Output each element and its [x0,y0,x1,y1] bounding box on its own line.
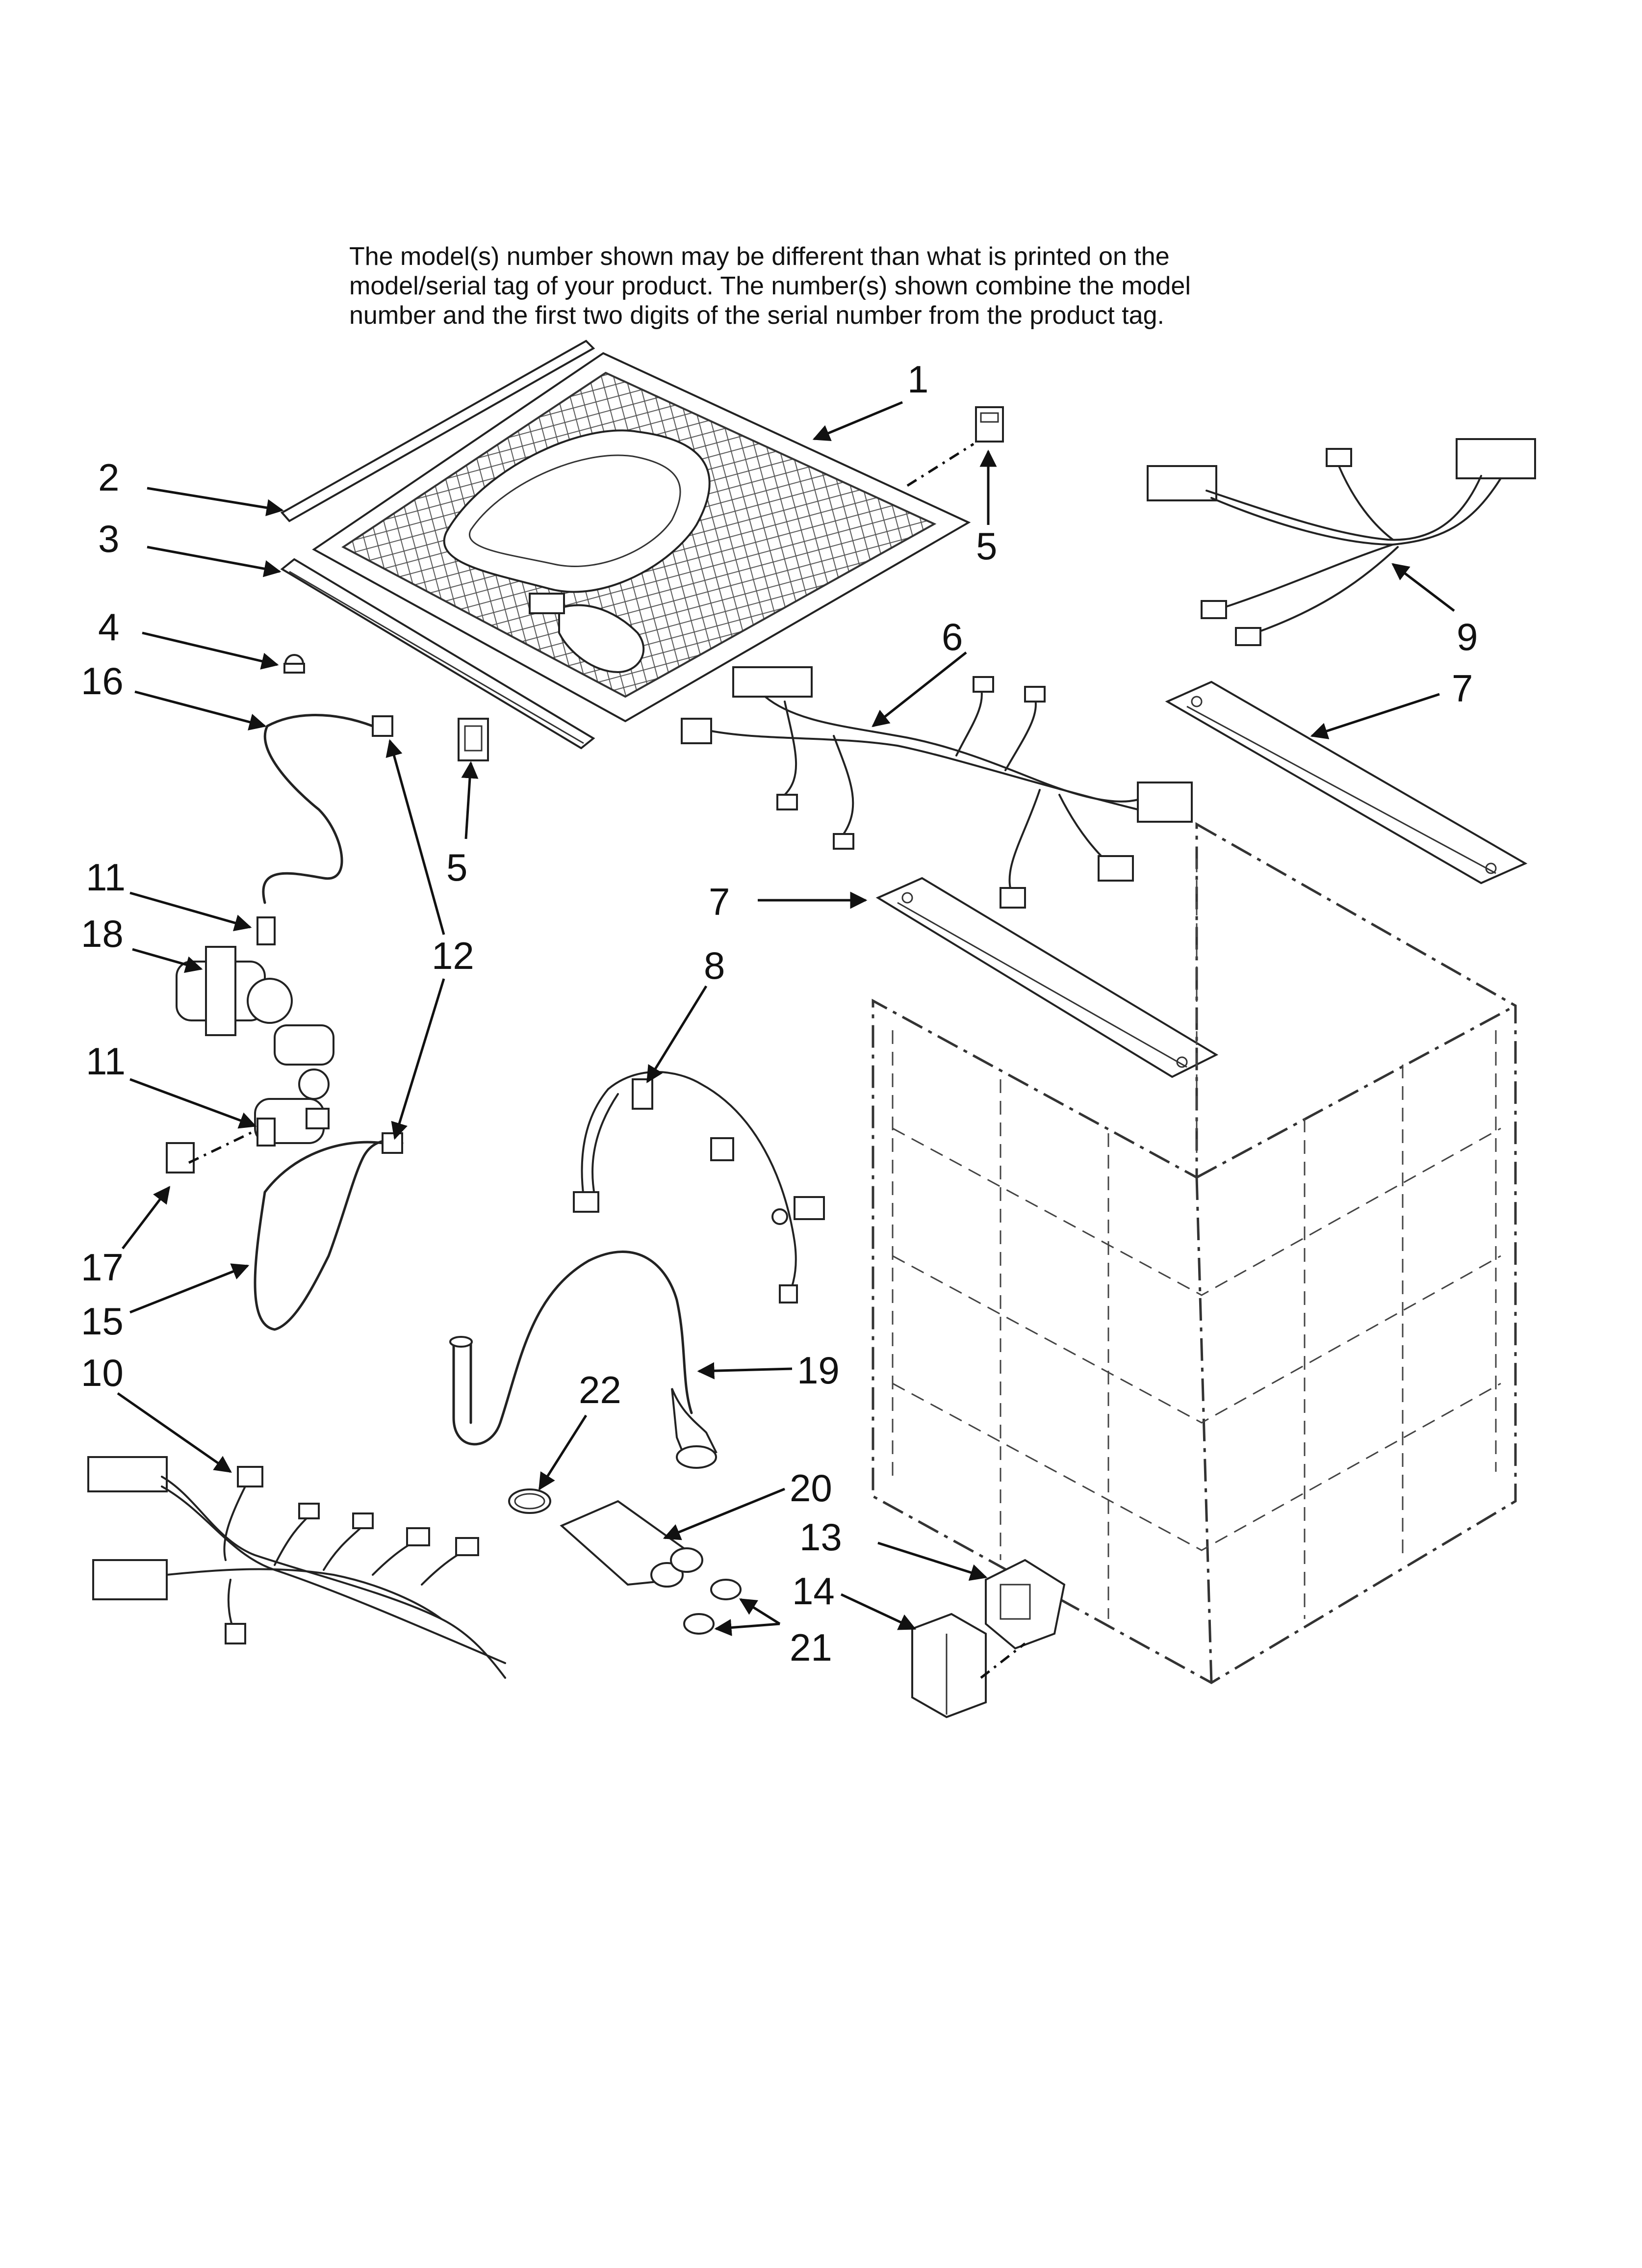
part-pressure-switch [985,1559,1066,1650]
callout-18: 18 [81,912,124,955]
part-fill-hose-lower [254,1132,404,1331]
callout-5-upper: 5 [976,524,997,568]
part-hose-clamp-lower [257,1118,276,1147]
callout-1: 1 [907,358,928,401]
part-top-strip [280,339,595,522]
callout-10: 10 [81,1351,124,1394]
callout-numbers: 1 2 3 4 5 5 6 7 7 8 9 10 11 11 12 13 14 … [81,358,1478,1669]
note-line-3: number and the first two digits of the s… [349,301,1164,330]
callout-20: 20 [790,1466,832,1510]
part-sump-hose [560,1500,703,1588]
callout-9: 9 [1457,615,1478,658]
part-drain-hose [449,1251,718,1469]
callout-17: 17 [81,1246,124,1289]
part-bracket-right [1165,680,1528,885]
part-water-valve [176,946,334,1144]
part-screw [283,654,305,674]
callout-3: 3 [98,517,119,560]
callout-7-center: 7 [709,880,730,923]
part-wire-harness-lower [573,1071,825,1303]
part-front-rail [280,558,595,750]
callout-12: 12 [432,934,474,977]
part-wire-harness-main [681,666,1193,909]
part-top-panel [312,352,971,723]
callout-6: 6 [942,615,963,658]
callout-21: 21 [790,1626,832,1669]
callout-4: 4 [98,605,119,649]
part-sealing-rings [683,1579,742,1635]
callout-13: 13 [799,1515,842,1559]
callout-2: 2 [98,456,119,499]
callout-11-lower: 11 [86,1040,126,1083]
part-wire-harness-upper [1147,438,1536,646]
callout-15: 15 [81,1300,124,1343]
part-wire-harness-left [87,1456,506,1679]
part-fill-hose-upper [262,714,393,904]
callout-11-upper: 11 [86,856,126,899]
callout-5-lower: 5 [446,846,467,889]
model-number-note: The model(s) number shown may be differe… [349,242,1191,330]
part-clip-lower [458,718,489,761]
part-valve-clip [166,1142,195,1173]
part-hose-clamp-drain [508,1488,551,1514]
callout-19: 19 [797,1349,840,1392]
note-line-2: model/serial tag of your product. The nu… [349,272,1191,300]
callout-7-right: 7 [1452,667,1473,710]
leader-lines [117,401,1455,1679]
part-clip-upper [975,406,1004,443]
part-hose-clamp-upper [257,916,276,945]
callout-14: 14 [792,1569,835,1613]
callout-16: 16 [81,659,124,703]
callout-22: 22 [579,1368,621,1411]
part-bracket-center [875,877,1219,1078]
part-switch-cover [911,1613,987,1719]
callout-8: 8 [704,944,725,987]
note-line-1: The model(s) number shown may be differe… [349,242,1170,271]
